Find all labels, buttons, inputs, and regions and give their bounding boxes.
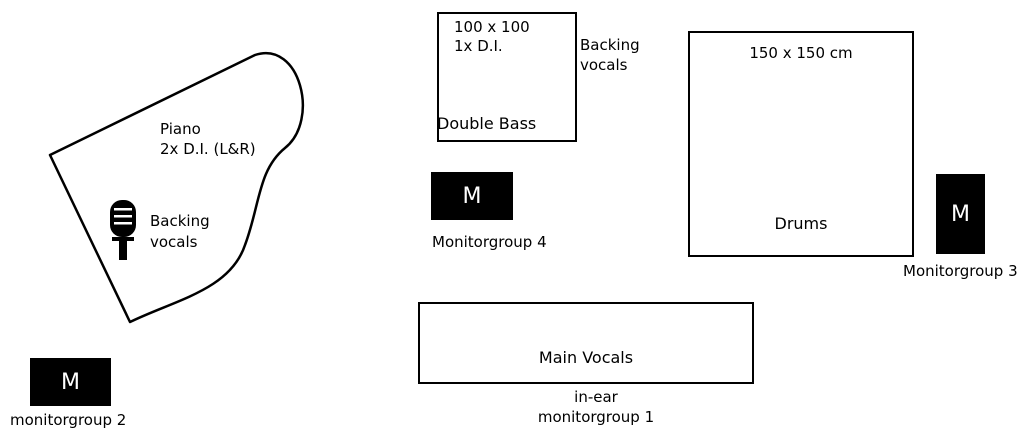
piano-di-label: 2x D.I. (L&R) bbox=[160, 140, 256, 158]
double-bass-size: 100 x 100 bbox=[454, 18, 530, 36]
piano-mic-label-1: Backing bbox=[150, 212, 210, 230]
monitor-wedge-group2: M bbox=[30, 358, 111, 406]
double-bass-di: 1x D.I. bbox=[454, 37, 503, 55]
drums-size: 150 x 150 cm bbox=[749, 44, 853, 62]
microphone-icon bbox=[110, 200, 136, 260]
monitorgroup-2-label: monitorgroup 2 bbox=[10, 411, 127, 429]
monitor-wedge-group4: M bbox=[431, 172, 513, 220]
main-vocals-inear: in-ear bbox=[574, 388, 618, 406]
main-vocals-area bbox=[418, 302, 754, 384]
double-bass-title: Double Bass bbox=[437, 114, 537, 133]
double-bass-mic-label-1: Backing bbox=[580, 36, 640, 54]
monitor-wedge-group3: M bbox=[936, 174, 985, 254]
piano-outline bbox=[48, 51, 305, 324]
drums-area bbox=[688, 31, 914, 257]
monitorgroup-4-label: Monitorgroup 4 bbox=[432, 233, 547, 251]
double-bass-mic-label-2: vocals bbox=[580, 56, 628, 74]
drums-title: Drums bbox=[774, 214, 828, 233]
piano-label: Piano bbox=[160, 120, 201, 138]
double-bass-area bbox=[437, 12, 577, 142]
monitorgroup-3-label: Monitorgroup 3 bbox=[903, 262, 1018, 280]
piano-mic-label-2: vocals bbox=[150, 233, 198, 251]
main-vocals-title: Main Vocals bbox=[538, 348, 634, 367]
main-vocals-monitorgroup: monitorgroup 1 bbox=[537, 408, 655, 426]
